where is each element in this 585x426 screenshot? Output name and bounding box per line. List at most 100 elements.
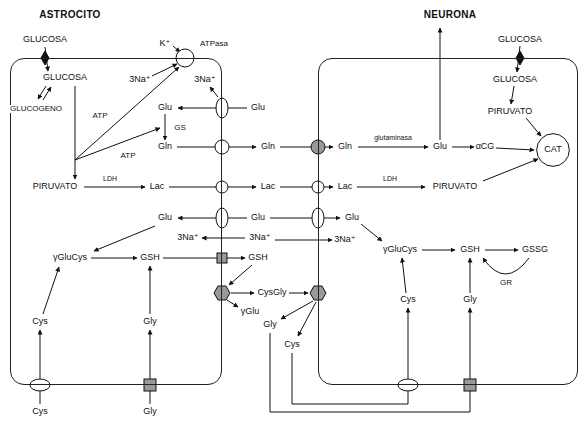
ggt-enzyme (214, 286, 230, 300)
transport-arrow (169, 187, 256, 188)
glu-transporter (216, 208, 228, 228)
gly-transporter (464, 379, 476, 391)
pathway-label: GS (173, 124, 187, 133)
pathway-label: Cys (31, 407, 49, 417)
pathway-label: LDH (102, 175, 118, 183)
pathway-label: Gly (262, 320, 278, 330)
pathway-label: GLUCOSA (492, 75, 538, 85)
glu-transporter (216, 98, 228, 118)
transport-arrow (270, 218, 340, 219)
pathway-label: Glu (250, 213, 266, 223)
gly-transporter (144, 379, 156, 391)
flow-arrow (91, 258, 137, 259)
pathway-label: Gln (260, 142, 276, 152)
cys-transporter (398, 379, 418, 391)
pathway-label: 3Na⁺ (128, 75, 151, 85)
pathway-label: Glu (432, 142, 448, 152)
transport-arrow (292, 308, 408, 404)
flow-arrow (75, 86, 76, 179)
pathway-label: γGluCys (382, 245, 418, 255)
atp-arrow (75, 67, 179, 160)
pathway-label: PIRUVATO (432, 182, 479, 192)
pathway-label: Cys (31, 317, 49, 327)
flow-arrow (229, 265, 252, 285)
flow-arrow (43, 267, 59, 314)
transport-arrow (178, 108, 247, 109)
flow-arrow (357, 187, 425, 188)
flow-arrow (227, 300, 238, 307)
pathway-label: Gln (157, 142, 173, 152)
pathway-label: γGlu (240, 307, 261, 317)
flow-arrow (358, 147, 428, 148)
pathway-label: ATP (92, 112, 109, 121)
flow-arrow (94, 226, 155, 251)
flow-arrow (298, 302, 316, 336)
atp-arrow (75, 128, 160, 160)
transport-arrow (40, 330, 41, 404)
pathway-label: Glu (250, 103, 266, 113)
pathway-label: glutaminasa (373, 134, 413, 142)
lac-transporter (216, 181, 228, 193)
pathway-label: Glu (157, 213, 173, 223)
transport-arrow (150, 330, 151, 404)
ion-arrow (275, 240, 332, 241)
pathway-label: 3Na⁺ (193, 75, 216, 85)
pathway-label: Lac (260, 182, 277, 192)
ion-arrow (210, 87, 218, 97)
flow-arrow (361, 224, 382, 241)
pathway-label: Gly (462, 295, 478, 305)
flow-arrow (526, 118, 541, 136)
cys-transporter (30, 379, 50, 391)
circle-outline (537, 134, 570, 167)
pathway-label: Gly (142, 407, 158, 417)
release-arrow (440, 28, 441, 140)
pathway-label: Cys (283, 340, 301, 350)
pathway-label: CysGly (257, 288, 288, 298)
pathway-label: 3Na⁺ (333, 235, 356, 245)
flow-arrow (289, 293, 308, 294)
flow-arrow (231, 293, 254, 294)
gsh-transporter (217, 253, 227, 263)
ion-arrow (202, 238, 245, 239)
flow-arrow (470, 258, 471, 293)
pathway-label: PIRUVATO (487, 107, 534, 117)
cell-heading: NEURONA (424, 9, 477, 20)
pathway-label: GLUCOSA (22, 35, 68, 45)
pathway-label: ATPasa (199, 40, 229, 49)
gln-transporter (215, 140, 229, 154)
pathway-label: LDH (382, 175, 398, 183)
pathway-label: 3Na⁺ (248, 233, 271, 243)
pathway-label: ATP (120, 152, 137, 161)
pathway-label: Cys (399, 295, 417, 305)
pathway-label: Gly (142, 317, 158, 327)
flow-arrow (165, 114, 166, 140)
pathway-label: γGluCys (52, 253, 88, 263)
pathway-label: Lac (337, 182, 354, 192)
cycle-label: CAT (544, 145, 561, 155)
pathway-label: K⁺ (159, 39, 172, 49)
pathway-label: GSSG (521, 245, 549, 255)
flow-arrow (496, 148, 534, 150)
pathway-label: GSH (139, 253, 161, 263)
flow-arrow (422, 250, 455, 251)
cycle-circle: CAT (536, 133, 570, 167)
pathway-label: GSH (459, 245, 481, 255)
cell-heading: ASTROCITO (39, 9, 100, 20)
transport-arrow (178, 218, 247, 219)
flow-arrow (452, 147, 474, 148)
ion-arrow (152, 64, 177, 76)
flow-arrow (485, 250, 518, 251)
pathway-label: GR (499, 279, 513, 288)
pathway-label: GLUCOSA (497, 35, 543, 45)
pathway-label: Gln (337, 142, 353, 152)
flow-arrow (511, 86, 514, 104)
flow-arrow (483, 159, 538, 181)
pathway-label: GLUCOSA (42, 73, 88, 83)
pathway-label: Glu (157, 103, 173, 113)
pathway-label: GSH (247, 253, 269, 263)
transport-arrow (270, 308, 470, 412)
pathway-label: Lac (149, 182, 166, 192)
flow-arrow (402, 258, 406, 293)
